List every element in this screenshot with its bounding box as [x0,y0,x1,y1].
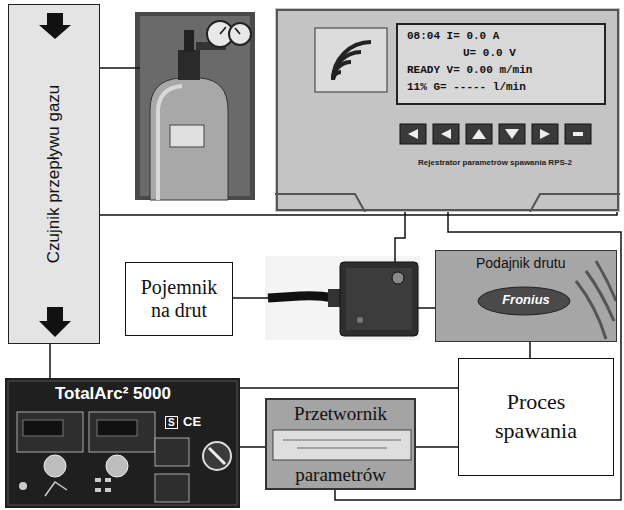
screen-line: READY V= 0.00 m/min [407,64,532,76]
screen-line: 11% G= ----- l/min [407,81,526,93]
mark-text: S [165,416,178,429]
recorder-panel: 08:04 I= 0.0 A U= 0.0 V READY V= 0.00 m/mi… [275,8,620,212]
wire [233,297,268,299]
sensor-band: Czujnik przepływu gazu [8,4,100,344]
device-title: TotalArc² 5000 [55,384,171,404]
box-label: parametrów [267,464,414,486]
process-box: Pojemnik na drut [125,262,233,336]
box-label: Podajnik drutu [476,255,566,271]
converter-box: Przetwornik parametrów [265,398,416,490]
connector-photo [265,256,420,340]
connector-line [529,342,531,358]
band-label: Czujnik przepływu gazu [44,85,64,264]
brand-logo: Fronius [436,292,616,307]
wire [418,307,435,309]
box-label: Pojemnik na drut [130,276,228,322]
connector-line [240,387,458,389]
connector-line [49,344,51,378]
device-label: Rejestrator parametrów spawania RPS-2 [405,158,585,167]
connector-line [240,446,265,448]
box-label: Proces spawania [465,388,607,445]
welder-panel: TotalArc² 5000S CE [5,378,240,508]
screen-line: 08:04 I= 0.0 A [407,30,499,42]
connector-line [416,446,458,448]
screen-line: U= 0.0 V [463,47,516,59]
connector-line [100,212,617,215]
box-label: Przetwornik [267,403,414,425]
wire-feeder-photo: Podajnik drutuFronius [435,250,617,342]
wire [395,212,405,262]
wire [100,67,140,69]
mark-text: CE [183,414,201,429]
process-box: Proces spawania [458,358,614,476]
gas-cylinder-photo [135,12,255,200]
